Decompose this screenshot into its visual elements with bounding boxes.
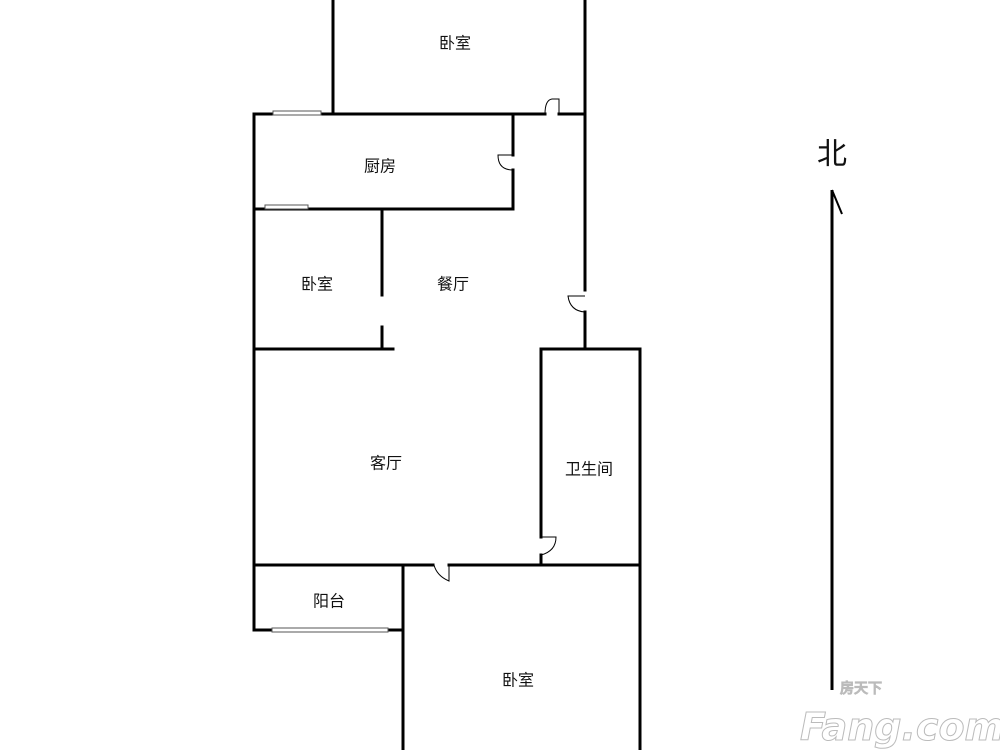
room-bathroom: 卫生间: [565, 460, 613, 479]
room-labels: 卧室 厨房 卧室 餐厅 客厅 卫生间 阳台 卧室: [301, 34, 613, 690]
room-bedroom-south: 卧室: [502, 671, 534, 690]
doors: [433, 98, 586, 582]
room-balcony: 阳台: [313, 592, 345, 611]
room-dining: 餐厅: [437, 275, 469, 294]
room-kitchen: 厨房: [364, 157, 396, 176]
room-bedroom-small: 卧室: [301, 275, 333, 294]
watermark-logo: 房天下 Fang.com: [800, 680, 1000, 750]
north-label: 北: [817, 137, 847, 172]
room-living: 客厅: [370, 454, 402, 473]
windows: [264, 110, 389, 633]
north-arrow: 北: [817, 137, 847, 690]
watermark-en: Fang.com: [800, 705, 1000, 749]
walls: [252, 0, 642, 750]
watermark-cn: 房天下: [840, 680, 882, 697]
room-bedroom-north: 卧室: [439, 34, 471, 53]
